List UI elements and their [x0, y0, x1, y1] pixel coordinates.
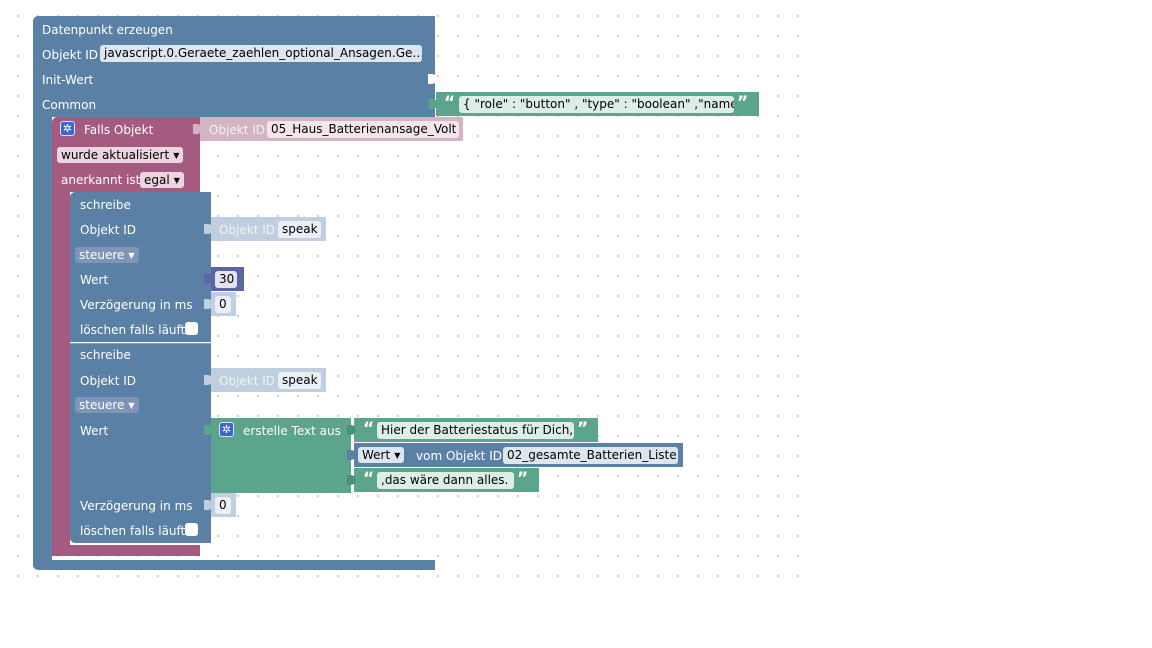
text-join-label: erstelle Text aus [243, 424, 341, 438]
write-2-value-label: Wert [80, 424, 109, 438]
write-2-clear-checkbox[interactable] [185, 523, 198, 536]
get-value-dropdown-value: Wert [362, 448, 391, 462]
write-1-value-label: Wert [80, 273, 109, 287]
write-2-title: schreibe [80, 348, 131, 362]
on-object-id-label: Objekt ID [209, 123, 266, 137]
chevron-down-icon: ▼ [128, 401, 135, 410]
write-1-value-number-field[interactable]: 30 [215, 271, 237, 288]
write-2-delay-connector [204, 500, 213, 510]
create-state-block-body[interactable] [33, 16, 435, 117]
write-2-mode-value: steuere [79, 398, 125, 412]
close-quote-icon: ” [577, 419, 589, 439]
write-1-title: schreibe [80, 198, 131, 212]
write-2-delay-field[interactable]: 0 [215, 497, 231, 514]
trigger-dropdown[interactable]: wurde aktualisiert▼ [57, 147, 184, 163]
write-block-2[interactable] [70, 343, 211, 543]
trigger-dropdown-value: wurde aktualisiert [61, 148, 170, 162]
on-object-block-arm[interactable] [52, 190, 70, 556]
write-1-mode-value: steuere [79, 248, 125, 262]
write-1-clear-label: löschen falls läuft [80, 323, 186, 337]
get-value-object-field[interactable]: 02_gesamte_Batterien_Liste [503, 447, 678, 464]
write-2-clear-label: löschen falls läuft [80, 524, 186, 538]
on-object-block-bottom[interactable] [52, 545, 200, 556]
write-1-target-field[interactable]: speak [278, 221, 321, 238]
write-2-object-id-connector [204, 375, 213, 385]
common-text-field[interactable]: { "role" : "button" , "type" : "boolean"… [459, 96, 734, 113]
write-2-target-field[interactable]: speak [278, 372, 321, 389]
create-state-object-id-field[interactable]: javascript.0.Geraete_zaehlen_optional_An… [100, 45, 422, 62]
gear-icon[interactable]: ✲ [219, 422, 234, 437]
on-object-title: Falls Objekt [84, 123, 154, 137]
text-join-connector [204, 425, 213, 435]
create-state-block-bottom[interactable] [33, 560, 435, 570]
write-1-clear-checkbox[interactable] [185, 322, 198, 335]
write-1-delay-connector [204, 299, 213, 309]
write-1-target-label: Objekt ID [219, 223, 276, 237]
on-object-id-field[interactable]: 05_Haus_Batterienansage_Volt [267, 121, 459, 138]
chevron-down-icon: ▼ [173, 151, 180, 160]
chevron-down-icon: ▼ [128, 251, 135, 260]
get-value-connector [347, 450, 356, 460]
ack-label: anerkannt ist [61, 173, 141, 187]
write-2-delay-label: Verzögerung in ms [80, 499, 193, 513]
open-quote-icon: “ [363, 469, 375, 489]
text-join-block[interactable] [211, 418, 351, 493]
write-1-delay-label: Verzögerung in ms [80, 298, 193, 312]
create-state-init-label: Init-Wert [42, 73, 94, 87]
chevron-down-icon: ▼ [173, 176, 180, 185]
open-quote-icon: “ [363, 419, 375, 439]
text-item-3-field[interactable]: ,das wäre dann alles. [377, 472, 514, 489]
write-1-delay-field[interactable]: 0 [215, 296, 231, 313]
get-value-dropdown[interactable]: Wert▼ [358, 447, 405, 463]
write-2-mode-dropdown[interactable]: steuere▼ [75, 397, 139, 413]
ack-dropdown-value: egal [144, 173, 170, 187]
create-state-common-label: Common [42, 98, 97, 112]
blockly-workspace[interactable]: Datenpunkt erzeugen Objekt ID javascript… [0, 0, 800, 580]
create-state-title: Datenpunkt erzeugen [42, 23, 173, 37]
text-item-1-field[interactable]: Hier der Batteriestatus für Dich, [377, 422, 574, 439]
write-1-mode-dropdown[interactable]: steuere▼ [75, 247, 139, 263]
text-item-3-connector [347, 475, 356, 485]
close-quote-icon: ” [517, 469, 529, 489]
create-state-block-arm[interactable] [33, 116, 52, 566]
ack-dropdown[interactable]: egal▼ [140, 172, 184, 188]
text-item-1-connector [347, 425, 356, 435]
write-1-object-id-label: Objekt ID [80, 223, 137, 237]
common-text-connector [429, 99, 438, 109]
create-state-object-id-label: Objekt ID [42, 48, 99, 62]
close-quote-icon: ” [737, 93, 749, 113]
write-2-target-label: Objekt ID [219, 374, 276, 388]
write-2-object-id-label: Objekt ID [80, 374, 137, 388]
open-quote-icon: “ [444, 93, 456, 113]
gear-icon[interactable]: ✲ [60, 121, 75, 136]
on-object-id-connector [193, 124, 202, 134]
chevron-down-icon: ▼ [394, 451, 401, 460]
write-1-value-connector [204, 274, 213, 284]
init-value-input-socket [428, 74, 437, 84]
write-block-1[interactable] [70, 192, 211, 342]
write-1-object-id-connector [204, 224, 213, 234]
get-value-from-label: vom Objekt ID [416, 449, 502, 463]
